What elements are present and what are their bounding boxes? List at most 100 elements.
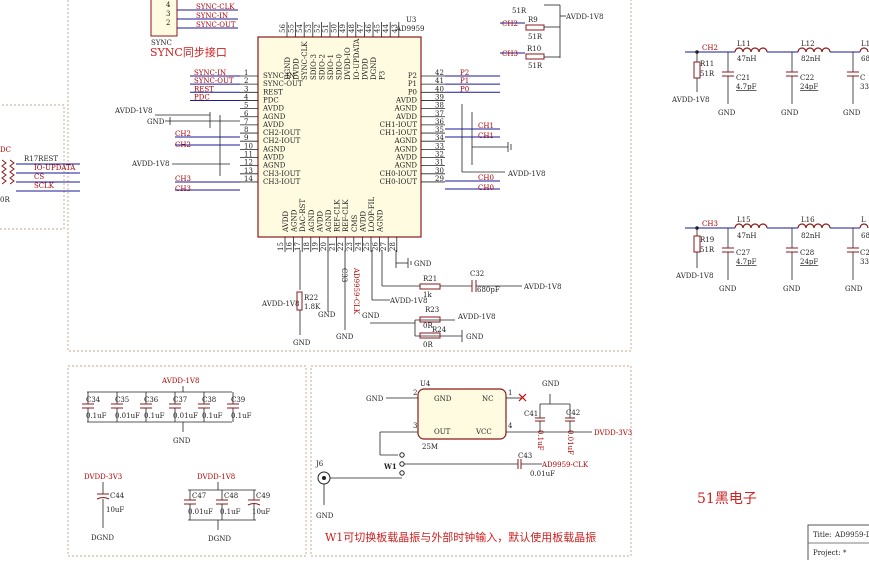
bias-network: GND R21 1k C32 680pF AVDD-1V8 AVDD-1V8 R… — [261, 250, 561, 349]
bias-avdd-2: AVDD-1V8 — [389, 297, 427, 305]
r24-body — [419, 332, 441, 339]
sync-pin-2: 2 — [166, 19, 170, 27]
u3-right-pin-num: 30 — [435, 167, 444, 175]
res-r9-ref: R9 — [528, 16, 538, 24]
u3-ref: U3 — [406, 16, 416, 24]
title-value: AD9959-D — [834, 531, 869, 539]
u3-top-pin-name: DVDD — [361, 58, 369, 80]
sync-label-cn: SYNC同步接口 — [150, 46, 227, 59]
u3-bottom-pin-num: 16 — [286, 242, 294, 251]
dvdd18-plate-b — [247, 503, 261, 506]
u3-bottom-pin-name: REF-CLK — [334, 199, 342, 232]
u3-bottom-pin-num: 27 — [380, 242, 388, 251]
title-block-frame — [807, 524, 869, 564]
project-label: Project: — [813, 549, 841, 557]
gnd-label-mid: GND — [318, 311, 336, 319]
u3-right-pin-num: 42 — [435, 69, 444, 77]
c43-ref: C43 — [518, 452, 532, 460]
decap-value: 0.01uF — [115, 412, 140, 420]
u3-bottom-pin-num: 23 — [346, 242, 354, 251]
l16-coil — [797, 223, 831, 229]
u3-right-pins: 42P241P140P039AVDD38AGND37AVDD36CH1-IOUT… — [380, 69, 500, 186]
decoupling-gnd: GND — [173, 437, 191, 445]
l16-val: 82nH — [801, 232, 821, 240]
section-frames — [0, 0, 632, 557]
r22-avdd: AVDD-1V8 — [261, 300, 299, 308]
u4-vcc-net: DVDD-3V3 — [594, 429, 632, 437]
u3-top-pin-name: DVDD — [293, 58, 301, 80]
u3-left-pin-name: CH3-IOUT — [263, 170, 301, 178]
u3-top-pin-num: 53 — [305, 24, 313, 33]
osc-gnd-top: GND — [542, 380, 560, 388]
sync-header: 4 3 2 SYNC-CLK SYNC-IN SYNC-OUT SYNC SYN… — [150, 0, 238, 59]
u3-right-pin-name: P2 — [408, 72, 417, 80]
u3-right-pin-name: P1 — [408, 80, 417, 88]
u3-left-net-label: REST — [194, 85, 214, 93]
u4-pinnum-2: 2 — [413, 389, 417, 397]
u3-left-pin-name: AVDD — [262, 121, 284, 129]
u3-left-pin-num: 4 — [244, 93, 249, 101]
c44-gnd: DGND — [91, 534, 114, 542]
u3-right-pin-num: 34 — [435, 134, 444, 142]
u3-left-pin-name: AGND — [262, 113, 286, 121]
sync-pin-4: 4 — [166, 1, 171, 9]
u3-left-supply: AVDD-1V8 GND AVDD-1V8 CH2 CH2 CH3 CH3 — [114, 107, 240, 193]
u3-right-supply: AVDD-1V8 CH1 CH1 CH0 CH0 — [445, 104, 545, 192]
u3-right-net-label: P1 — [460, 77, 469, 85]
c28-val: 24pF — [800, 258, 818, 266]
u3-top-pin-name: DGND — [370, 57, 378, 80]
u3-right-pin-name: AVDD — [395, 154, 417, 162]
nc-marker — [518, 393, 527, 402]
ch2-net-a: CH2 — [175, 130, 191, 138]
u3-top-pin-name: P3 — [379, 71, 387, 80]
left-label-sclk: SCLK — [34, 182, 55, 190]
ch3-net-b: CH3 — [175, 185, 191, 193]
l15-val: 47nH — [737, 232, 757, 240]
decap-ref: C39 — [231, 396, 245, 404]
u4-pin-gnd: GND — [434, 395, 452, 403]
gnd-label-c33: GND — [336, 333, 354, 341]
r21-ref: R21 — [423, 275, 437, 283]
project-value: * — [843, 549, 847, 557]
ch1-net-b: CH1 — [478, 132, 494, 140]
u3-left-pin-name: AVDD — [262, 105, 284, 113]
ch1-net-a: CH1 — [478, 122, 494, 130]
u4-pin-out: OUT — [434, 428, 451, 436]
c23-gnd: GND — [843, 109, 861, 117]
u3-bottom-pin-num: 19 — [311, 242, 319, 251]
gnd-label-left: GND — [147, 118, 165, 126]
u4-pinnum-4: 4 — [508, 422, 513, 430]
ch3-filter-net: CH3 — [702, 220, 718, 228]
u3-right-pin-num: 29 — [435, 175, 444, 183]
u3-bottom-pin-num: 21 — [329, 242, 337, 251]
r11-val: 51R — [700, 70, 715, 78]
u3-bottom-pin-num: 28 — [389, 242, 397, 251]
u3-left-pin-name: AVDD — [262, 154, 284, 162]
u3-right-pin-num: 35 — [435, 126, 444, 134]
c32-avdd: AVDD-1V8 — [523, 283, 561, 291]
u4-pin-vcc: VCC — [475, 428, 492, 436]
dvdd18-net: DVDD-1V8 — [197, 473, 235, 481]
u3-body — [257, 36, 422, 238]
avdd-label-1: AVDD-1V8 — [114, 107, 152, 115]
u4-gnd-label: GND — [366, 395, 384, 403]
u3-top-pin-name: SDIO-0 — [336, 54, 344, 80]
u3-top-pin-num: 52 — [313, 24, 321, 33]
u3-top-pin-num: 44 — [382, 24, 390, 33]
res-r10-ref: R10 — [527, 45, 541, 53]
dvdd18-ref: C49 — [256, 492, 270, 500]
u3-bottom-pin-num: 15 — [277, 242, 285, 251]
decoupling-net: AVDD-1V8 — [161, 377, 199, 385]
avdd-label-2: AVDD-1V8 — [131, 160, 169, 168]
decap-ref: C35 — [115, 396, 129, 404]
j6-gnd: GND — [316, 512, 334, 520]
u4-pinnum-1: 1 — [508, 389, 512, 397]
filter-ch2: CH2 R11 51R AVDD-1V8 L11 47nH L12 82nH L… — [671, 40, 869, 117]
c23-ref: C — [860, 74, 865, 82]
clk-label-vert: AD9959-CLK — [352, 267, 360, 315]
c27-gnd: GND — [719, 285, 737, 293]
u3-bottom-pin-name: AGND — [308, 209, 316, 233]
sync-header-body — [150, 0, 178, 37]
